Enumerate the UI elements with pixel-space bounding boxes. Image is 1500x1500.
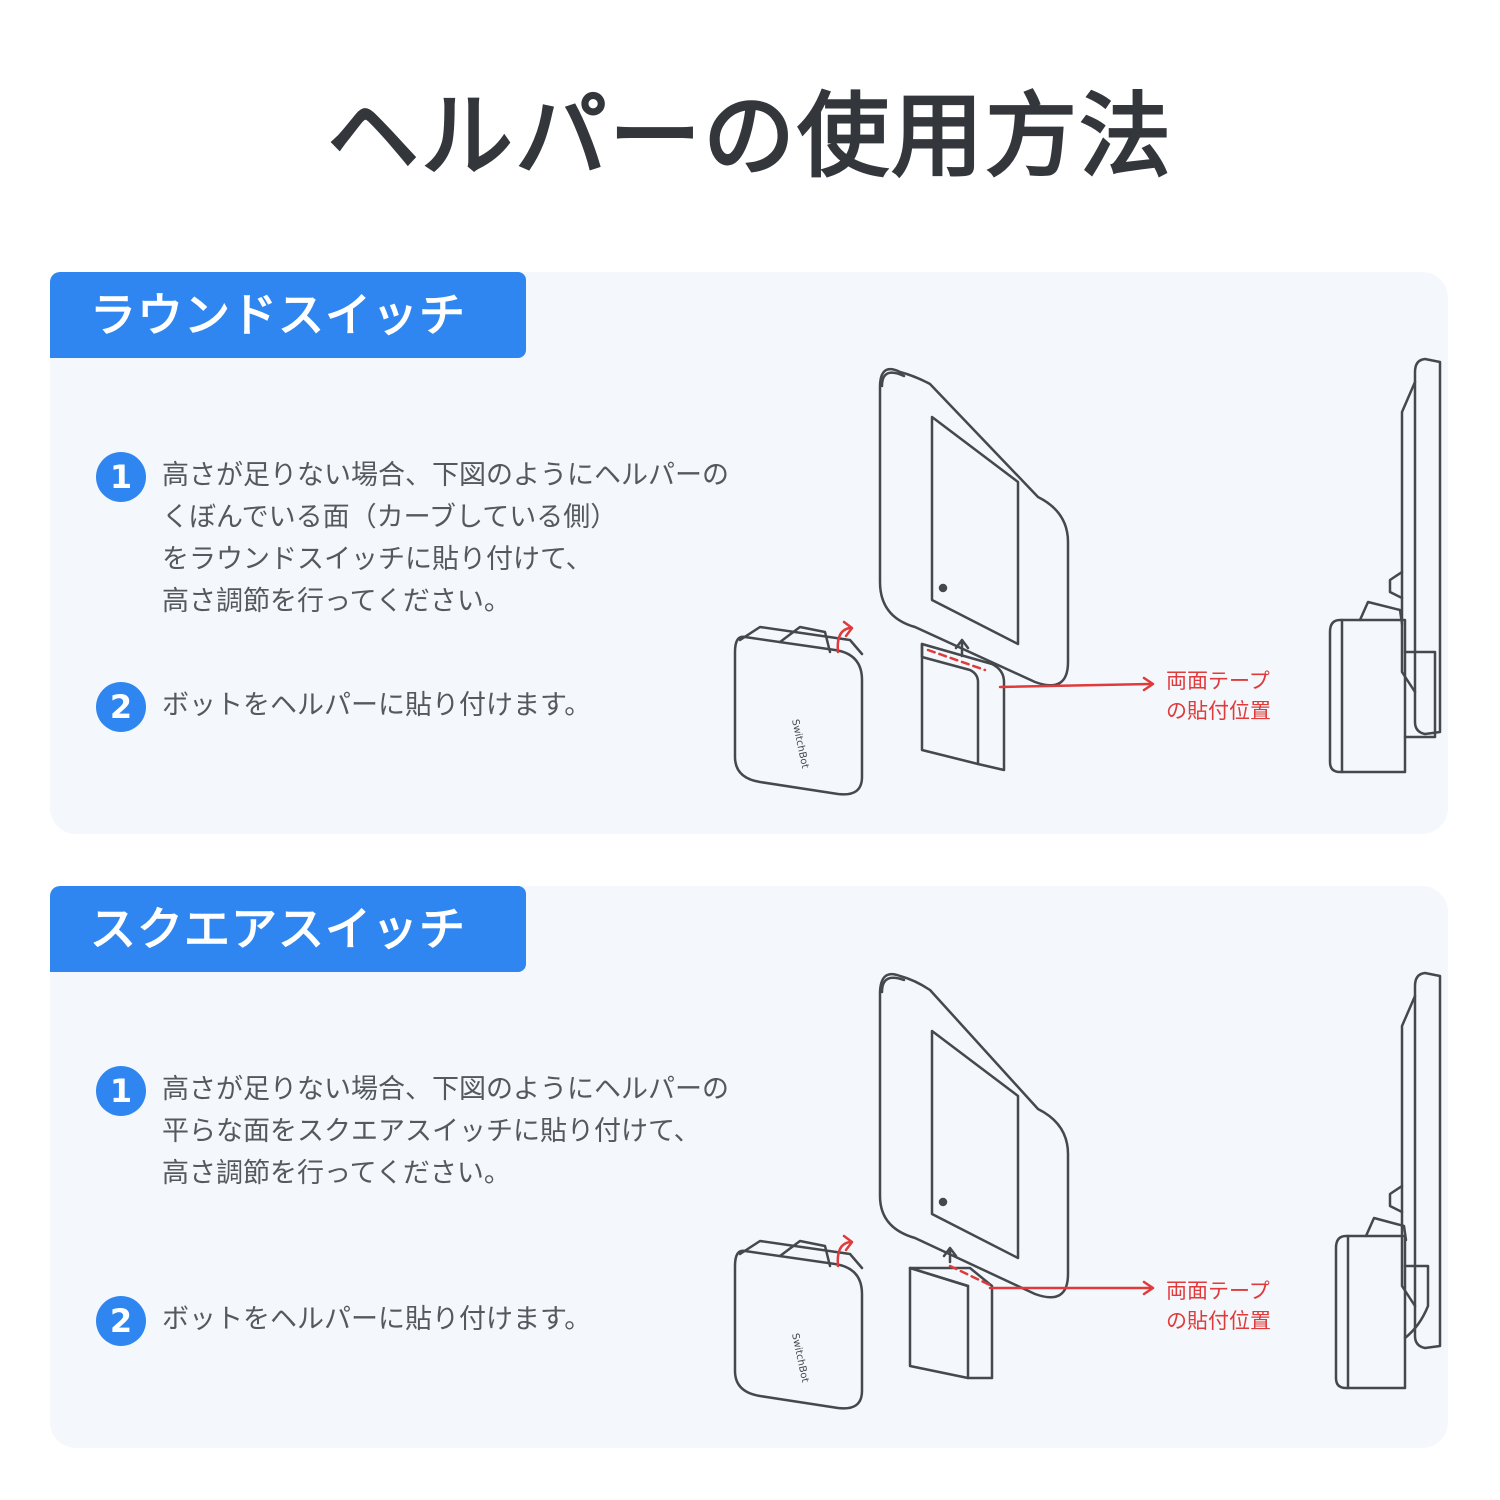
side-view-helper [1403,650,1437,739]
tape-label-line2: の貼付位置 [1166,699,1271,723]
square-switch-illustration: 両面テープ の貼付位置 SwitchBot [733,971,1442,1410]
step-text: ボットをヘルパーに貼り付けます。 [162,690,592,721]
step-number-badge: 1 [96,1066,146,1116]
wall-switch-plate [878,367,1070,687]
helper-pad [908,1266,994,1380]
square-switch-card: スクエアスイッチ 1 高さが足りない場合、下図のようにヘルパーの 平らな面をスク… [50,886,1448,1448]
side-view-plate [1413,971,1442,1350]
bot-brand-label: SwitchBot [789,718,810,769]
round-switch-illustration: SwitchBot 両面テープ の貼付位置 SwitchBot [733,357,1442,796]
side-view-bot [1328,618,1407,774]
square-step-1: 1 高さが足りない場合、下図のようにヘルパーの 平らな面をスクエアスイッチに貼り… [96,1066,729,1195]
side-view-plate [1413,357,1442,736]
step-number-badge: 2 [96,682,146,732]
tape-label-line1: 両面テープ [1166,1279,1270,1303]
bot-brand-label: SwitchBot [789,1332,810,1383]
side-view-helper [1403,1264,1430,1340]
step-text: ボットをヘルパーに貼り付けます。 [162,1304,592,1335]
step-text: 高さが足りない場合、下図のようにヘルパーの 平らな面をスクエアスイッチに貼り付け… [162,1074,729,1189]
switch-rocker [930,415,1020,646]
step-number-badge: 1 [96,452,146,502]
step-text: 高さが足りない場合、下図のようにヘルパーの くぼんでいる面（カーブしている側） … [162,460,729,617]
tape-label-line1: 両面テープ [1166,669,1270,693]
round-switch-heading: ラウンドスイッチ [50,272,526,358]
switch-rocker [930,1029,1020,1260]
round-step-1: 1 高さが足りない場合、下図のようにヘルパーの くぼんでいる面（カーブしている側… [96,452,729,623]
page-title: ヘルパーの使用方法 [326,83,1173,190]
square-switch-heading: スクエアスイッチ [50,886,526,972]
round-switch-card: ラウンドスイッチ 1 高さが足りない場合、下図のようにヘルパーの くぼんでいる面… [50,272,1448,834]
step-number-badge: 2 [96,1296,146,1346]
bot-body [733,635,864,796]
bot-body [733,1249,864,1410]
wall-switch-plate [878,972,1070,1299]
tape-label-line2: の貼付位置 [1166,1309,1271,1333]
round-step-2: 2 ボットをヘルパーに貼り付けます。 [96,682,591,732]
side-view-bot [1334,1234,1407,1390]
square-step-2: 2 ボットをヘルパーに貼り付けます。 [96,1296,591,1346]
